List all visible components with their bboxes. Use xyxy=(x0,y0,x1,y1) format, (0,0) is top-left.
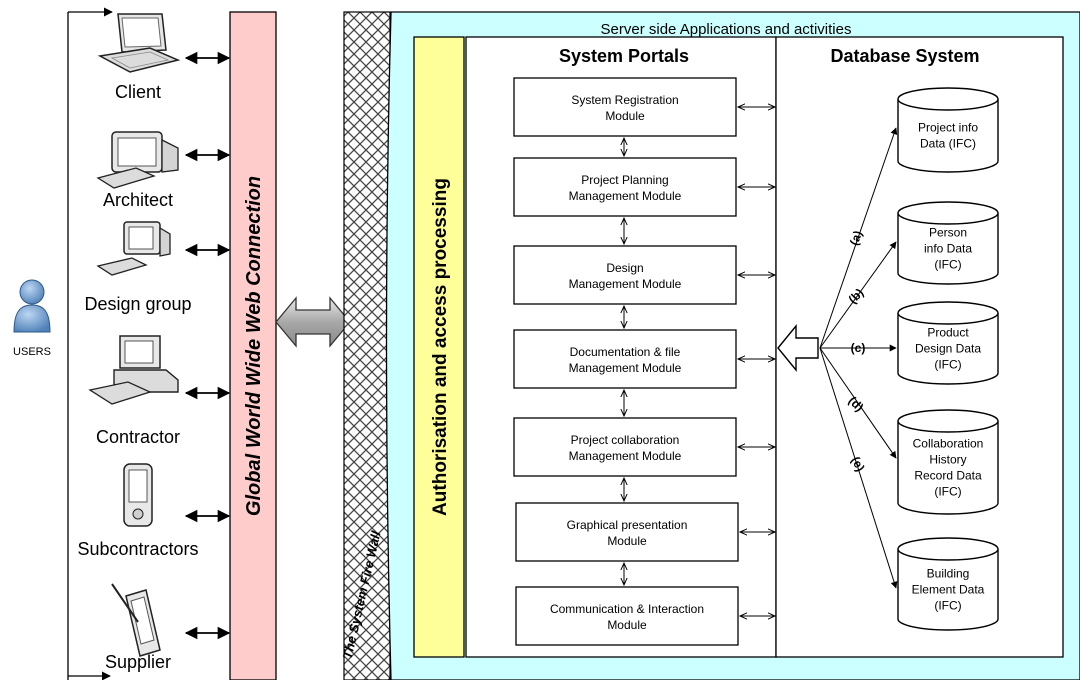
database-store-name: Collaboration xyxy=(913,437,984,451)
web-connection-label: Global World Wide Web Connection xyxy=(243,176,265,516)
database-store-name: Person xyxy=(929,226,967,240)
users-bracket xyxy=(68,12,112,680)
portal-module-name: Management Module xyxy=(569,277,682,291)
portal-module-name: Project Planning xyxy=(581,173,668,187)
user-label: Design group xyxy=(84,294,191,314)
database-cylinder-top xyxy=(898,302,998,324)
portal-module-name: System Registration xyxy=(571,93,678,107)
database-store-name: Data (IFC) xyxy=(920,137,976,151)
system-portals-title: System Portals xyxy=(559,46,689,66)
database-store-name: (IFC) xyxy=(934,599,961,613)
database-store-name: (IFC) xyxy=(934,485,961,499)
database-store-name: (IFC) xyxy=(934,358,961,372)
user-label: Contractor xyxy=(96,427,180,447)
database-system-title: Database System xyxy=(830,46,979,66)
database-store-name: Record Data xyxy=(914,469,982,483)
portal-module-name: Management Module xyxy=(569,361,682,375)
desktop-monitor-icon xyxy=(98,222,170,275)
users-label: USERS xyxy=(13,346,51,358)
server-side-title: Server side Applications and activities xyxy=(601,21,852,38)
user-label: Architect xyxy=(103,190,173,210)
portal-module-name: Module xyxy=(605,109,645,123)
database-store-name: Project info xyxy=(918,121,978,135)
database-store-name: Product xyxy=(927,326,969,340)
portal-module-name: Graphical presentation xyxy=(567,518,688,532)
portal-module-name: Design xyxy=(606,261,643,275)
users-person-icon xyxy=(14,280,50,332)
database-store-name: Element Data xyxy=(912,583,985,597)
authorisation-label: Authorisation and access processing xyxy=(430,178,451,516)
portal-module-name: Documentation & file xyxy=(570,345,681,359)
database-store-name: Design Data xyxy=(915,342,981,356)
portal-module-box xyxy=(514,78,736,136)
user-label: Supplier xyxy=(105,652,171,672)
portal-module-name: Communication & Interaction xyxy=(550,602,704,616)
portal-module-box xyxy=(516,503,738,561)
portal-module-name: Module xyxy=(607,618,647,632)
database-cylinder-top xyxy=(898,410,998,432)
database-cylinder-top xyxy=(898,202,998,224)
tablet-pen-icon xyxy=(112,584,160,656)
database-store-name: Building xyxy=(927,567,970,581)
portal-module-box xyxy=(514,246,736,304)
user-label: Client xyxy=(115,82,161,102)
database-store-name: info Data xyxy=(924,242,972,256)
database-store-name: History xyxy=(929,453,966,467)
database-store-name: (IFC) xyxy=(934,258,961,272)
database-cylinder-top xyxy=(898,88,998,110)
crt-monitor-icon xyxy=(98,132,178,188)
database-link-label: (c) xyxy=(851,341,866,355)
portal-module-box xyxy=(514,158,736,216)
database-store: Person info Data (IFC) xyxy=(898,202,998,284)
portal-module-box xyxy=(516,587,738,645)
portal-module-box xyxy=(514,418,736,476)
pda-icon xyxy=(124,464,152,526)
portal-module-box xyxy=(514,330,736,388)
web-to-server-arrow xyxy=(276,298,350,346)
portal-module-name: Module xyxy=(607,534,647,548)
database-cylinder-body xyxy=(898,421,998,514)
portal-module-name: Project collaboration xyxy=(571,433,680,447)
portal-module-name: Management Module xyxy=(569,449,682,463)
user-label: Subcontractors xyxy=(77,539,198,559)
database-cylinder-top xyxy=(898,538,998,560)
portal-module-name: Management Module xyxy=(569,189,682,203)
laptop-icon xyxy=(100,14,178,72)
desktop-computer-icon xyxy=(90,336,178,404)
